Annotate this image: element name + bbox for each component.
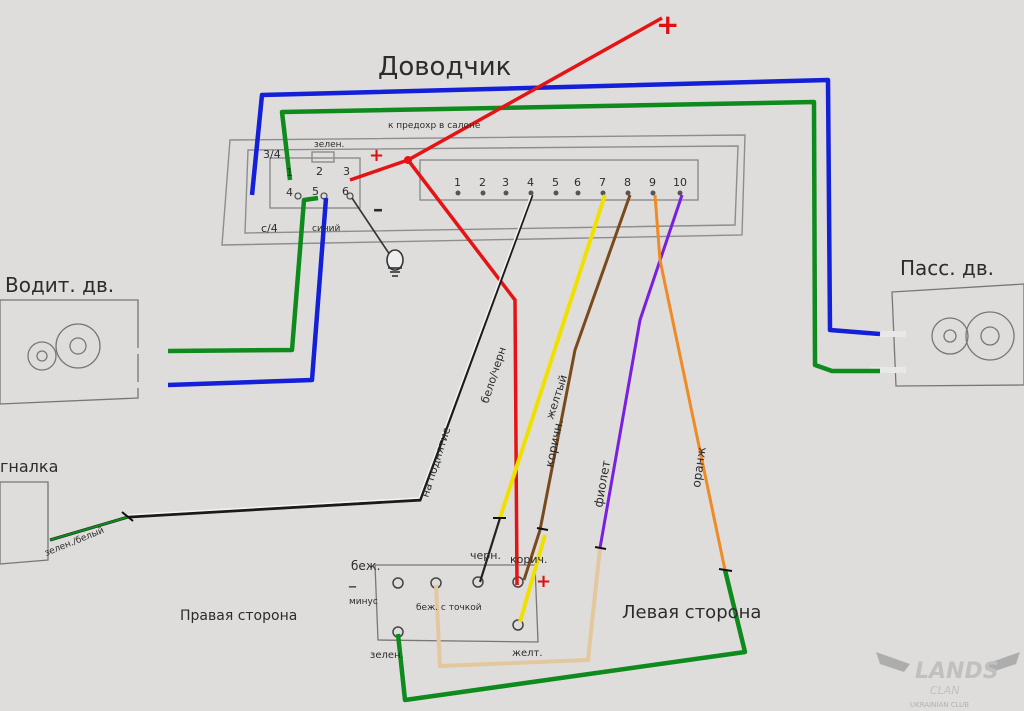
connector-34-label: 3/4 (263, 148, 281, 161)
switch-beige-label: беж. (351, 559, 380, 573)
connector-blue-label: синий (312, 224, 341, 234)
yellow-wire-switch (518, 534, 547, 623)
alarm-label: гналка (0, 457, 58, 476)
pin-3: 3 (343, 165, 350, 178)
switch-black-label: черн. (470, 549, 501, 562)
ground-symbol (351, 197, 404, 277)
pin-5: 5 (312, 185, 319, 198)
rpin-5: 5 (552, 176, 559, 189)
violet-wire (598, 194, 684, 549)
to-fuse-label: к предохр в салоне (388, 121, 481, 131)
switch-beige-dot-label: беж. с точкой (416, 603, 482, 613)
beige-wire (434, 547, 602, 669)
power-plus-sign: + (656, 8, 679, 41)
left-side-label: Левая сторона (622, 602, 761, 623)
driver-door-connectors (134, 348, 168, 388)
pin-6: 6 (342, 185, 349, 198)
black-wire-end (478, 517, 502, 583)
rpin-3: 3 (502, 176, 509, 189)
switch-green-label: зелен. (370, 650, 404, 661)
logo-tag: UKRAINIAN CLUB (910, 701, 969, 709)
minus-near-ground: – (373, 197, 383, 221)
passenger-door-box (891, 283, 1024, 387)
connector-right-pins: 1 2 3 4 5 6 7 8 9 10 (454, 176, 687, 189)
switch-plus-sign: + (536, 571, 551, 592)
rpin-1: 1 (454, 176, 461, 189)
plus-near-connector: + (369, 145, 384, 166)
window-switch (374, 564, 539, 643)
white-black-wire-stripe (127, 194, 532, 516)
pin-2: 2 (316, 165, 323, 178)
rpin-8: 8 (624, 176, 631, 189)
green-white-wire (49, 515, 129, 542)
rpin-2: 2 (479, 176, 486, 189)
right-side-label: Правая сторона (180, 608, 297, 624)
rpin-9: 9 (649, 176, 656, 189)
switch-minus-sign: – (348, 576, 357, 597)
rpin-6: 6 (574, 176, 581, 189)
rpin-10: 10 (673, 176, 687, 189)
green-wire-switch (395, 569, 748, 703)
connector-left-pins: 1 2 3 4 5 6 (286, 165, 350, 199)
yellow-wire (498, 194, 607, 519)
diagram-title: Доводчик (378, 52, 511, 82)
switch-brown-label: корич. (510, 553, 548, 566)
connector-right-holes (455, 190, 683, 196)
red-power-to-switch (406, 158, 519, 586)
orange-label: оранж (689, 446, 709, 489)
pin-4: 4 (286, 186, 293, 199)
driver-door-label: Водит. дв. (5, 273, 114, 297)
passenger-door-label: Пасс. дв. (900, 256, 994, 280)
brown-wire (522, 194, 632, 581)
switch-minus-label: минус (349, 597, 378, 607)
rpin-7: 7 (599, 176, 606, 189)
rpin-4: 4 (527, 176, 534, 189)
blue-wire-driver (167, 197, 329, 388)
green-wire-passenger (279, 99, 880, 374)
alarm-box (0, 481, 49, 565)
driver-door-box (0, 299, 139, 405)
lands-clan-logo: LANDS CLAN UKRAINIAN CLUB (876, 652, 1020, 709)
green-wire-driver (167, 195, 319, 354)
wire-ticks (121, 511, 733, 572)
blue-wire-passenger (249, 77, 881, 337)
switch-yellow-label: желт. (512, 648, 543, 659)
red-junction (404, 156, 412, 164)
logo-main: LANDS (915, 659, 999, 684)
connector-c4-label: с/4 (261, 222, 278, 235)
orange-wire (653, 194, 727, 571)
closer-unit-outline (221, 134, 746, 246)
pin-1: 1 (286, 166, 293, 179)
logo-sub: CLAN (930, 684, 960, 697)
connector-green-label: зелен. (314, 140, 344, 150)
